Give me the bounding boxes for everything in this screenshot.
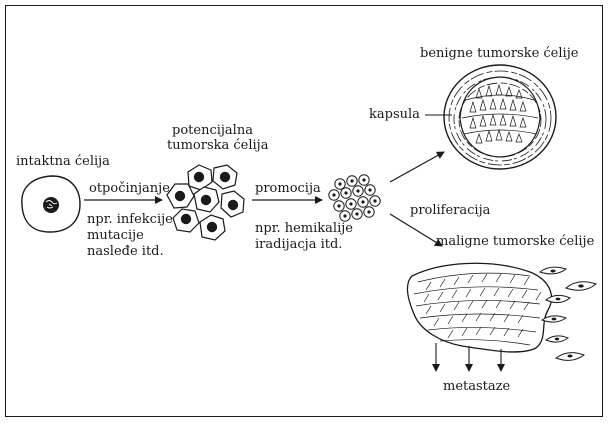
benign-tumor <box>444 65 556 169</box>
intact-cell-label: intaktna ćelija <box>16 154 110 169</box>
capsule-label: kapsula <box>369 107 420 122</box>
initiation-cause-2: mutacije <box>87 228 144 243</box>
arrow-to-malignant <box>390 214 442 246</box>
promoted-cell-group <box>329 175 380 221</box>
promotion-cause-1: npr. hemikalije <box>255 221 353 236</box>
promotion-label: promocija <box>255 181 321 196</box>
potential-cell-label-line1: potencijalna <box>172 123 253 138</box>
figure-frame <box>6 6 603 417</box>
initiation-cause-1: npr. infekcije <box>87 212 173 227</box>
intact-cell <box>22 176 80 232</box>
malignant-tumor <box>408 263 552 352</box>
arrow-to-benign <box>390 152 444 182</box>
benign-label: benigne tumorske ćelije <box>420 46 579 61</box>
proliferation-label: proliferacija <box>410 203 491 218</box>
invading-cells <box>540 267 596 360</box>
potential-tumor-cell-cluster <box>167 165 244 240</box>
malignant-label: maligne tumorske ćelije <box>436 234 595 249</box>
potential-cell-label-line2: tumorska ćelija <box>167 138 269 153</box>
metastases-label: metastaze <box>443 379 510 394</box>
initiation-cause-3: nasleđe itd. <box>87 244 164 259</box>
promotion-cause-2: iradijacja itd. <box>255 237 342 252</box>
initiation-label: otpočinjanje <box>89 181 170 196</box>
